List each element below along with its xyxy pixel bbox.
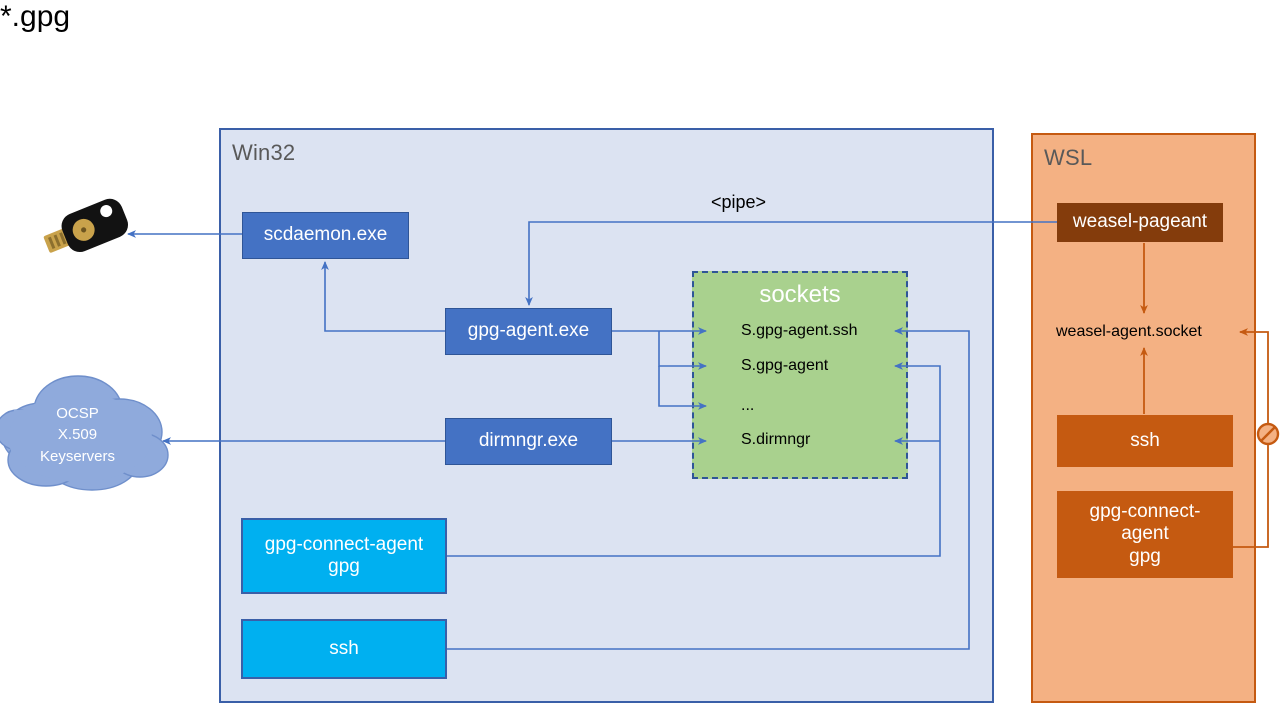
- blocked-icon: [1256, 422, 1280, 446]
- node-scdaemon-exe[interactable]: scdaemon.exe: [242, 212, 409, 259]
- node-dirmngr-exe[interactable]: dirmngr.exe: [445, 418, 612, 465]
- node-wsl-ssh[interactable]: ssh: [1057, 415, 1233, 467]
- socket-item-dirmngr: S.dirmngr: [741, 431, 811, 448]
- label-pipe: <pipe>: [711, 192, 767, 212]
- network-cloud-label: OCSP X.509 Keyservers: [39, 405, 116, 465]
- socket-item-gpg-agent: S.gpg-agent: [741, 357, 829, 374]
- sockets-group-title: sockets: [759, 281, 841, 308]
- container-wsl-label: WSL: [1044, 145, 1093, 170]
- socket-item-gpg-agent-ssh: S.gpg-agent.ssh: [741, 322, 858, 339]
- node-gpg-agent-exe[interactable]: gpg-agent.exe: [445, 308, 612, 355]
- socket-item-ellipsis: ...: [741, 397, 755, 414]
- node-wsl-gpg-connect-agent[interactable]: gpg-connect- agent gpg: [1057, 491, 1233, 578]
- label-gpg-files: *.gpg: [0, 0, 71, 33]
- node-win32-gpg-connect-agent[interactable]: gpg-connect-agent gpg: [241, 518, 447, 594]
- node-win32-ssh[interactable]: ssh: [241, 619, 447, 679]
- node-weasel-pageant[interactable]: weasel-pageant: [1057, 203, 1223, 242]
- container-win32-label: Win32: [232, 140, 296, 165]
- label-weasel-agent-socket: weasel-agent.socket: [1056, 323, 1202, 340]
